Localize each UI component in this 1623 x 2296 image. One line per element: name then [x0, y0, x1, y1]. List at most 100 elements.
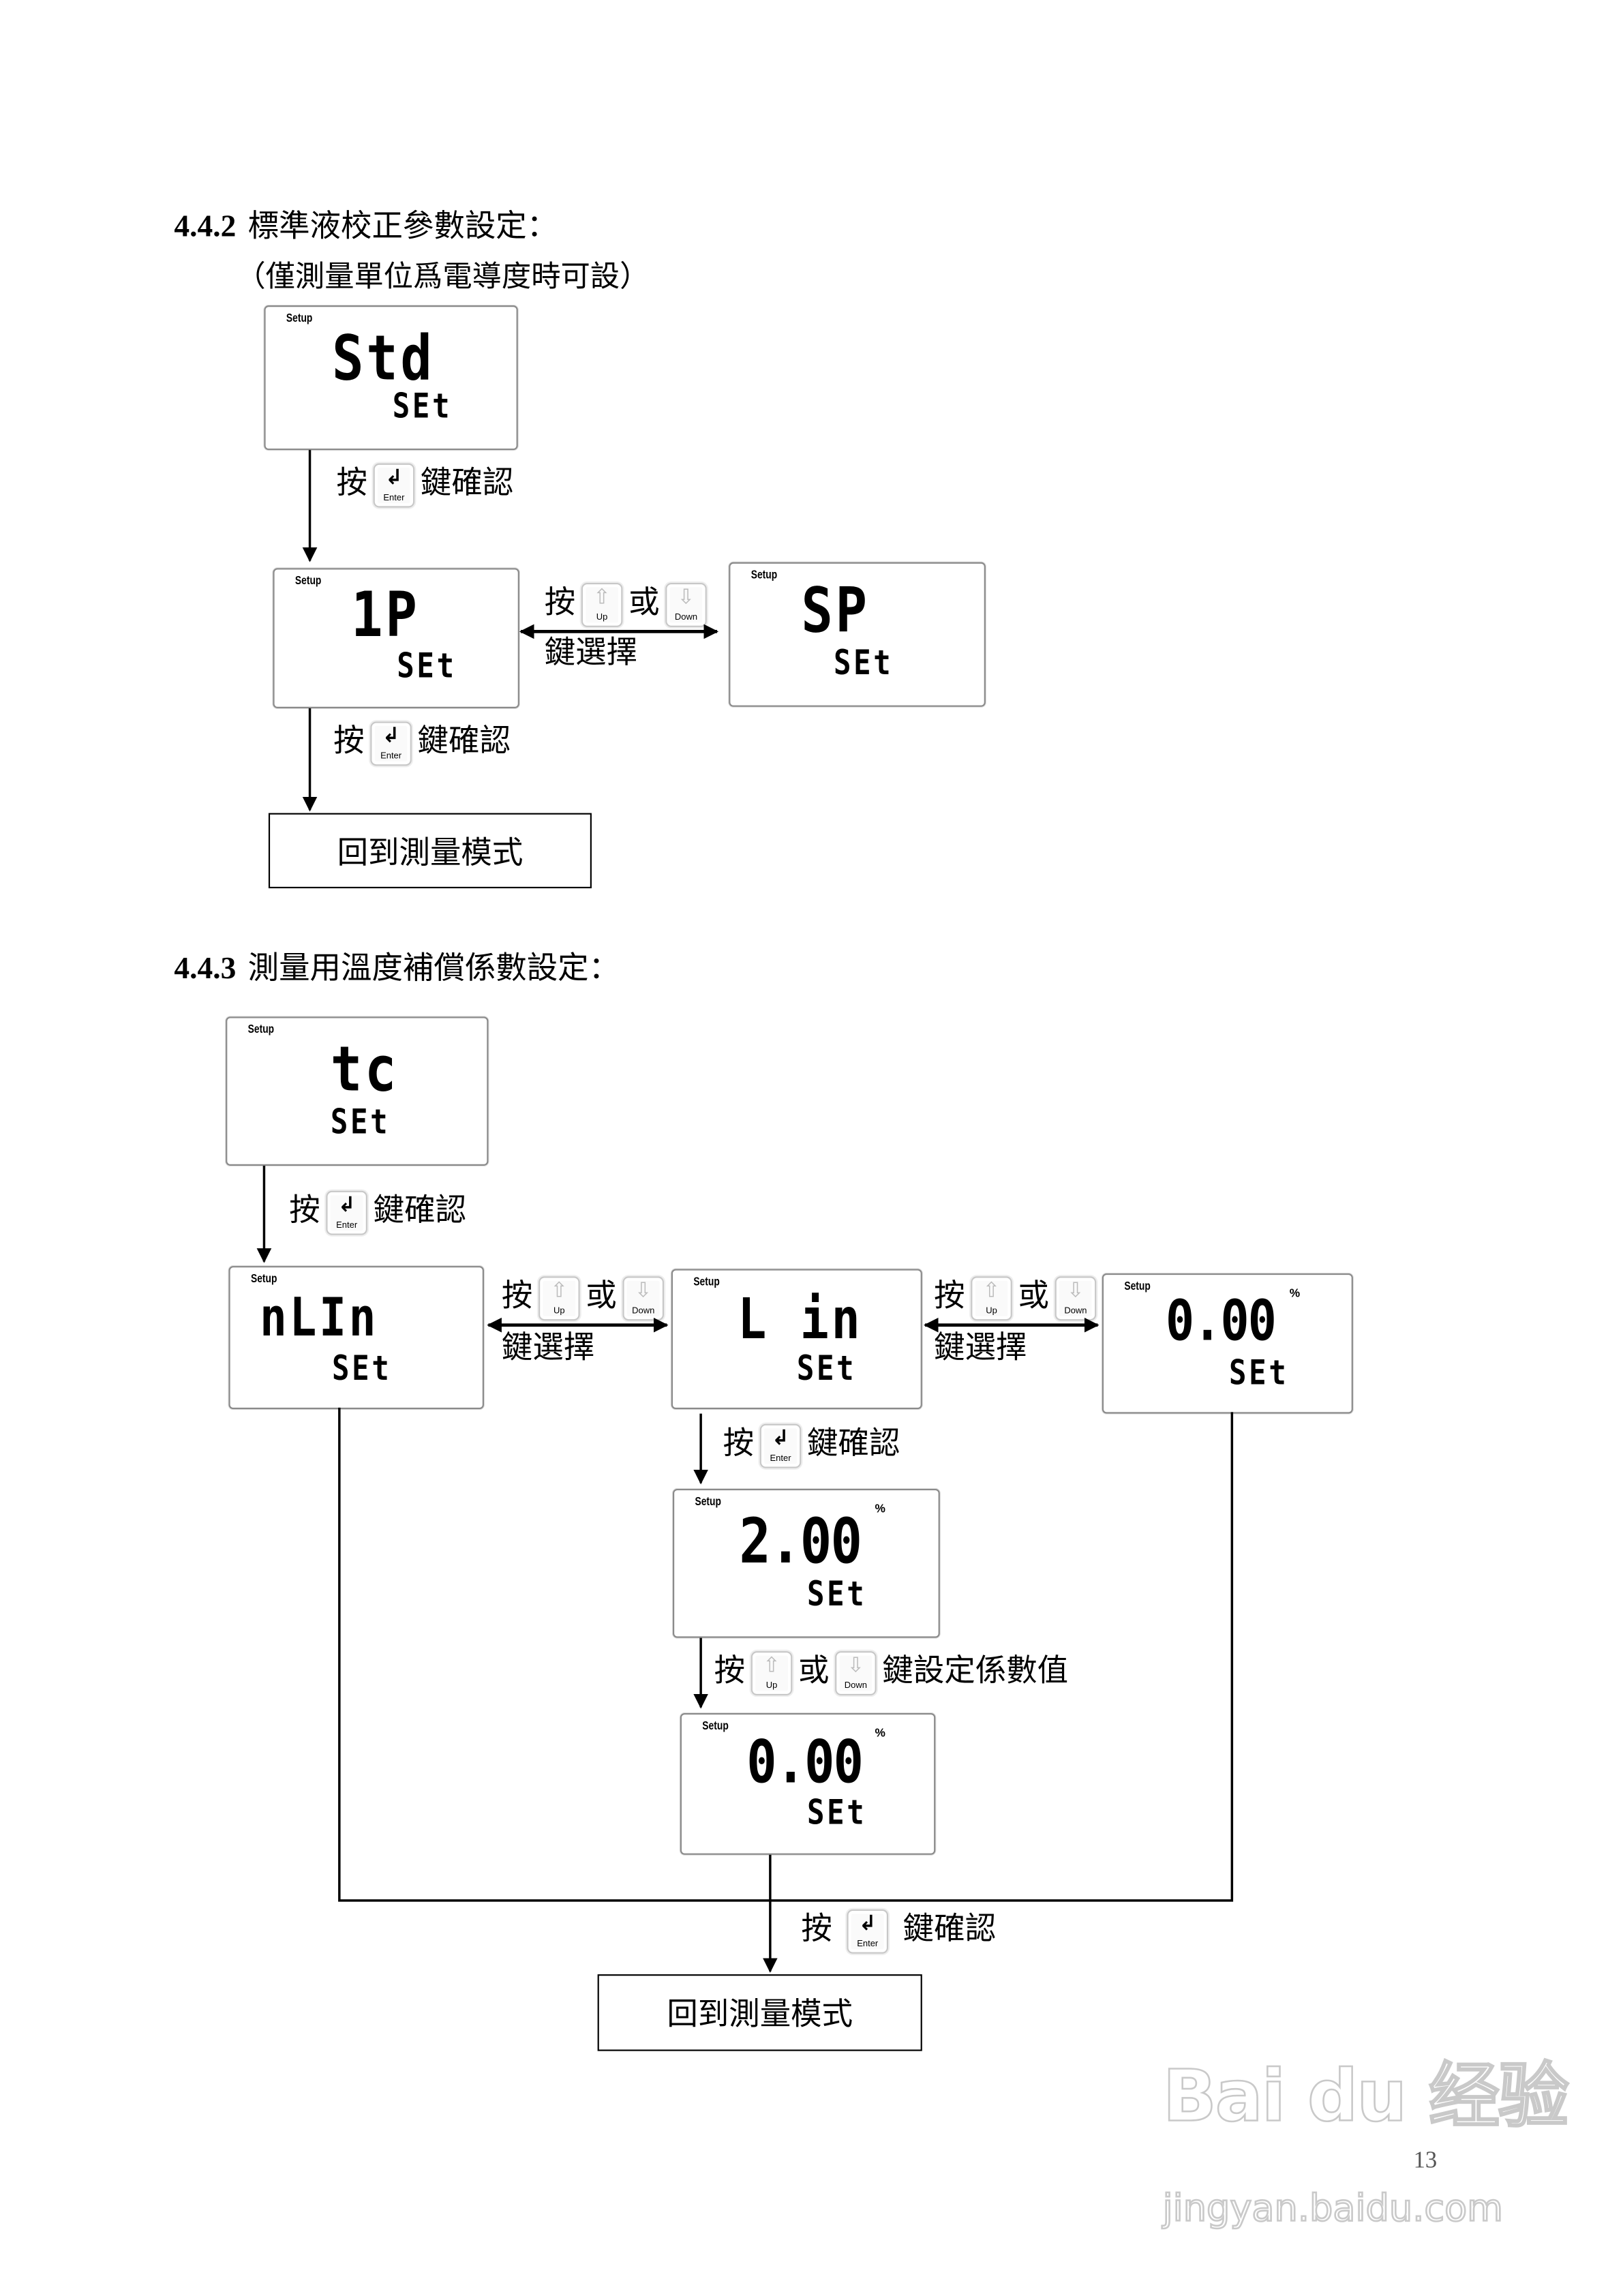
- lcd-main-text: 0.00: [746, 1729, 864, 1798]
- enter-icon: ↲: [385, 466, 403, 491]
- section-note: （僅測量單位爲電導度時可設）: [236, 261, 650, 294]
- press-text: 按: [934, 1278, 965, 1314]
- section-heading-442: 4.4.2 標準液校正參數設定：: [174, 202, 558, 247]
- key-label: Enter: [770, 1455, 791, 1464]
- enter-key: ↲ Enter: [326, 1191, 367, 1236]
- up-key: ⇧Up: [971, 1276, 1012, 1321]
- lcd-main-text: 0.00: [1165, 1288, 1277, 1353]
- select-text: 鍵選擇: [544, 634, 638, 670]
- or-text: 或: [586, 1278, 617, 1314]
- instruction-enter-confirm: 按 ↲ Enter 鍵確認: [289, 1190, 466, 1236]
- confirm-text: 鍵確認: [902, 1911, 997, 1946]
- enter-icon: ↲: [337, 1194, 356, 1218]
- return-to-measure-box: 回到測量模式: [597, 1974, 922, 2051]
- down-arrow-icon: ⇩: [1067, 1280, 1084, 1303]
- setup-indicator: Setup: [750, 568, 778, 581]
- lcd-screen-sp: Setup SP SEt: [729, 562, 986, 707]
- select-text: 鍵選擇: [934, 1329, 1027, 1365]
- enter-icon: ↲: [859, 1912, 877, 1937]
- instruction-up-down: 按 ⇧ Up 或⇩Down: [545, 581, 713, 628]
- instruction-enter-confirm: 按 ↲ Enter 鍵確認: [801, 1908, 996, 1954]
- lcd-main-text: nLIn: [259, 1288, 379, 1349]
- instruction-enter-confirm: 按 ↲ Enter 鍵確認: [336, 462, 514, 508]
- lcd-screen-1p: Setup 1P SEt: [273, 568, 519, 708]
- down-key: ⇩Down: [665, 583, 707, 628]
- press-text: 按: [333, 723, 365, 759]
- up-arrow-icon: ⇧: [763, 1654, 780, 1678]
- confirm-text: 鍵確認: [806, 1425, 900, 1461]
- lcd-screen-zero-b: Setup 0.00 % SEt: [680, 1712, 936, 1855]
- press-text: 按: [714, 1652, 746, 1689]
- lcd-screen-nlin: Setup nLIn SEt: [228, 1266, 484, 1410]
- lcd-sub-text: SEt: [806, 1794, 867, 1833]
- press-text: 按: [801, 1911, 832, 1946]
- key-label: Enter: [380, 753, 402, 762]
- lcd-main-text: SP: [801, 573, 870, 647]
- enter-key: ↲ Enter: [373, 464, 415, 508]
- key-label: Down: [1064, 1308, 1087, 1317]
- enter-key: ↲ Enter: [759, 1424, 802, 1469]
- press-text: 按: [501, 1278, 533, 1314]
- confirm-text: 鍵確認: [420, 464, 514, 500]
- key-label: Down: [632, 1308, 655, 1317]
- setup-indicator: Setup: [695, 1494, 721, 1509]
- lcd-sub-text: SEt: [397, 648, 457, 686]
- down-key: ⇩ Down: [1055, 1276, 1097, 1321]
- press-text: 按: [544, 584, 576, 620]
- press-text: 按: [336, 464, 367, 500]
- lcd-sub-text: SEt: [332, 1350, 392, 1389]
- key-label: Enter: [383, 494, 405, 504]
- key-label: Down: [674, 614, 698, 623]
- percent-indicator: %: [1289, 1286, 1301, 1300]
- key-label: Up: [596, 614, 608, 623]
- lcd-main-text: L in: [738, 1286, 863, 1352]
- press-text: 按: [723, 1425, 755, 1461]
- percent-indicator: %: [875, 1502, 885, 1515]
- lcd-screen-std: Setup Std SEt: [264, 305, 518, 451]
- setup-indicator: Setup: [702, 1719, 729, 1733]
- enter-key: ↲ Enter: [847, 1909, 889, 1954]
- instruction-enter-confirm: 按 ↲ Enter 鍵確認: [723, 1423, 900, 1469]
- connector-nlin-zero-merge: [338, 1407, 1234, 1902]
- heading-text: 標準液校正參數設定：: [247, 208, 558, 244]
- down-key: ⇩ Down: [835, 1651, 877, 1696]
- down-arrow-icon: ⇩: [635, 1280, 652, 1303]
- set-value-text: 鍵設定係數值: [882, 1652, 1069, 1689]
- lcd-main-text: 1P: [351, 578, 420, 651]
- lcd-sub-text: SEt: [833, 644, 894, 684]
- lcd-sub-text: SEt: [806, 1575, 867, 1614]
- up-key: ⇧ Up: [581, 583, 623, 628]
- key-label: Enter: [336, 1222, 358, 1231]
- return-to-measure-box: 回到測量模式: [268, 813, 592, 889]
- setup-indicator: Setup: [250, 1271, 277, 1286]
- page-number: 13: [1413, 2148, 1438, 2174]
- or-text: 或: [628, 584, 660, 620]
- lcd-sub-text: SEt: [796, 1350, 857, 1389]
- key-label: Enter: [857, 1940, 879, 1950]
- confirm-text: 鍵確認: [373, 1192, 466, 1228]
- lcd-sub-text: SEt: [330, 1104, 391, 1143]
- confirm-text: 鍵確認: [417, 723, 511, 759]
- down-arrow-icon: ⇩: [847, 1654, 865, 1678]
- setup-indicator: Setup: [247, 1022, 275, 1036]
- heading-number: 4.4.2: [174, 208, 237, 244]
- setup-indicator: Setup: [294, 573, 322, 588]
- lcd-screen-lin: Setup L in SEt: [671, 1269, 922, 1410]
- up-arrow-icon: ⇧: [982, 1280, 1001, 1303]
- enter-key: ↲Enter: [370, 721, 412, 766]
- or-text: 或: [798, 1652, 830, 1689]
- lcd-main-text: 2.00: [739, 1505, 862, 1577]
- lcd-screen-two: Setup 2.00 % SEt: [673, 1488, 940, 1638]
- up-arrow-icon: ⇧: [593, 586, 611, 610]
- lcd-main-text: Std: [332, 321, 435, 394]
- key-label: Down: [844, 1682, 868, 1691]
- press-text: 按: [289, 1192, 320, 1228]
- enter-icon: ↲: [772, 1427, 789, 1451]
